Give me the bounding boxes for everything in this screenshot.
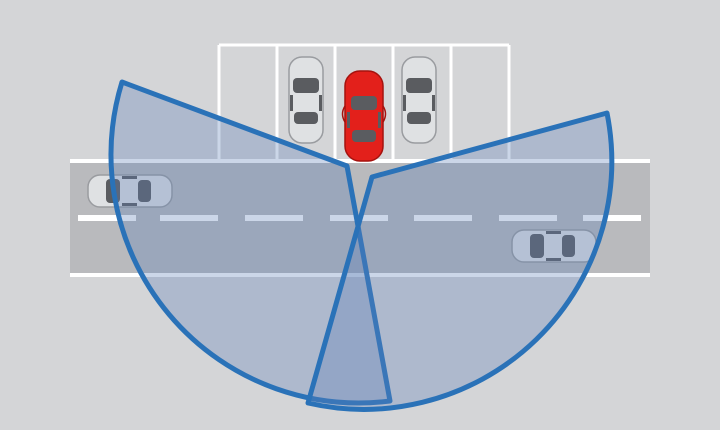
sensor-zone-left xyxy=(108,79,393,406)
ego-car-red xyxy=(341,70,387,162)
lane-dash xyxy=(583,215,641,221)
lane-dash xyxy=(499,215,557,221)
lane-dash xyxy=(245,215,303,221)
sensor-zone-right xyxy=(305,110,615,412)
parked-car-left xyxy=(288,56,324,144)
lane-dash xyxy=(160,215,218,221)
passing-car-right xyxy=(511,229,597,263)
lane-dash xyxy=(78,215,136,221)
lane-dash xyxy=(414,215,472,221)
parked-car-right xyxy=(401,56,437,144)
